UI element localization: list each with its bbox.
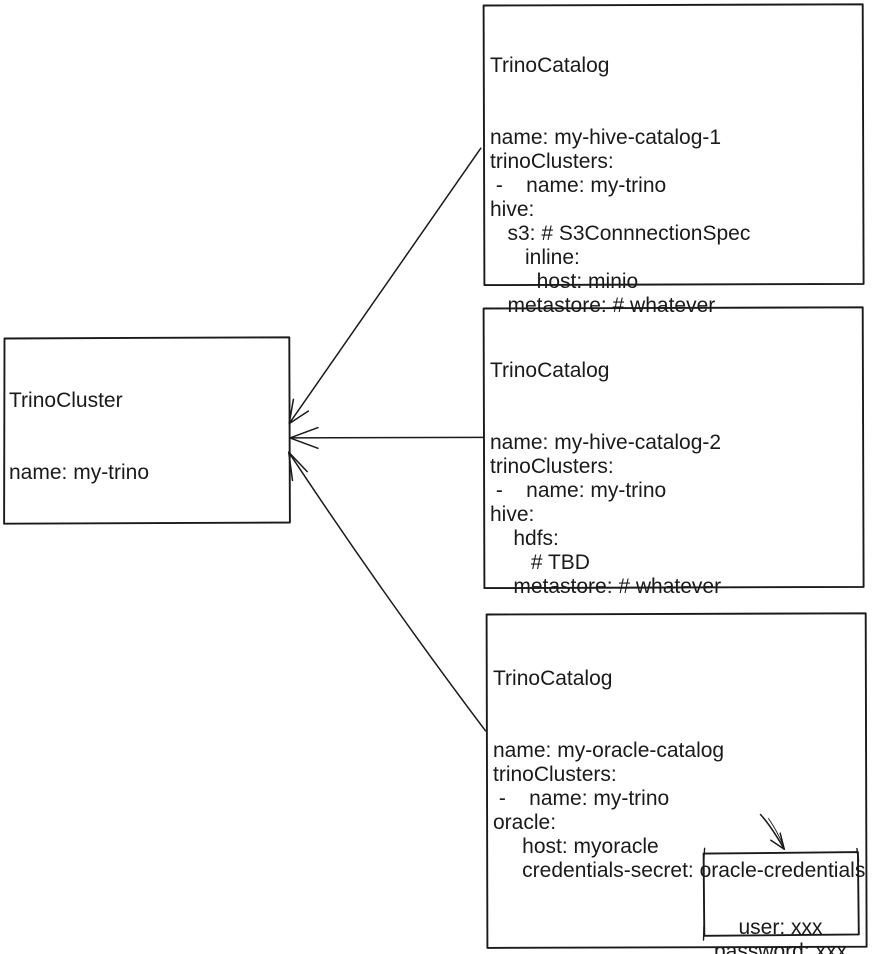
credentials-pointer-arrow bbox=[759, 813, 786, 850]
arrowhead-catalog-1-to-cluster bbox=[288, 398, 310, 425]
arrowhead-catalog-3-to-cluster bbox=[287, 451, 308, 482]
trino-cluster-node: TrinoCluster name: my-trino bbox=[3, 337, 290, 524]
trino-catalog-2-box-outline bbox=[482, 306, 865, 590]
node-type-title: TrinoCatalog bbox=[490, 54, 610, 77]
node-type-title: TrinoCatalog bbox=[493, 667, 613, 690]
arrowhead-catalog-2-to-cluster bbox=[289, 426, 319, 450]
connector-catalog-2-to-cluster bbox=[289, 436, 484, 439]
trino-catalog-3-box-outline bbox=[485, 612, 868, 949]
node-type-title: TrinoCluster bbox=[9, 389, 123, 412]
trino-cluster-box-outline bbox=[3, 336, 291, 525]
credentials-secret-node: user: xxx password: xxx bbox=[702, 852, 859, 954]
trino-catalog-1-box-outline bbox=[482, 3, 865, 287]
node-type-title: TrinoCatalog bbox=[490, 359, 610, 382]
trino-catalog-2-node: TrinoCatalog name: my-hive-catalog-2 tri… bbox=[483, 307, 864, 598]
node-yaml-body: name: my-oracle-catalog trinoClusters: -… bbox=[493, 739, 866, 882]
trino-catalog-3-node: TrinoCatalog name: my-oracle-catalog tri… bbox=[486, 613, 866, 948]
node-yaml-body: name: my-trino bbox=[9, 461, 150, 484]
secret-box-corner-ticks bbox=[702, 847, 860, 941]
connector-catalog-3-to-cluster bbox=[287, 451, 487, 732]
secret-credentials-text: user: xxx password: xxx bbox=[713, 916, 848, 954]
credentials-secret-box-outline bbox=[702, 851, 860, 937]
credentials-pointer-arrowhead bbox=[770, 832, 786, 850]
node-yaml-body: name: my-hive-catalog-2 trinoClusters: -… bbox=[490, 431, 722, 598]
connector-catalog-1-to-cluster bbox=[288, 147, 482, 425]
node-yaml-body: name: my-hive-catalog-1 trinoClusters: -… bbox=[490, 126, 751, 317]
trino-catalog-1-node: TrinoCatalog name: my-hive-catalog-1 tri… bbox=[483, 4, 864, 317]
